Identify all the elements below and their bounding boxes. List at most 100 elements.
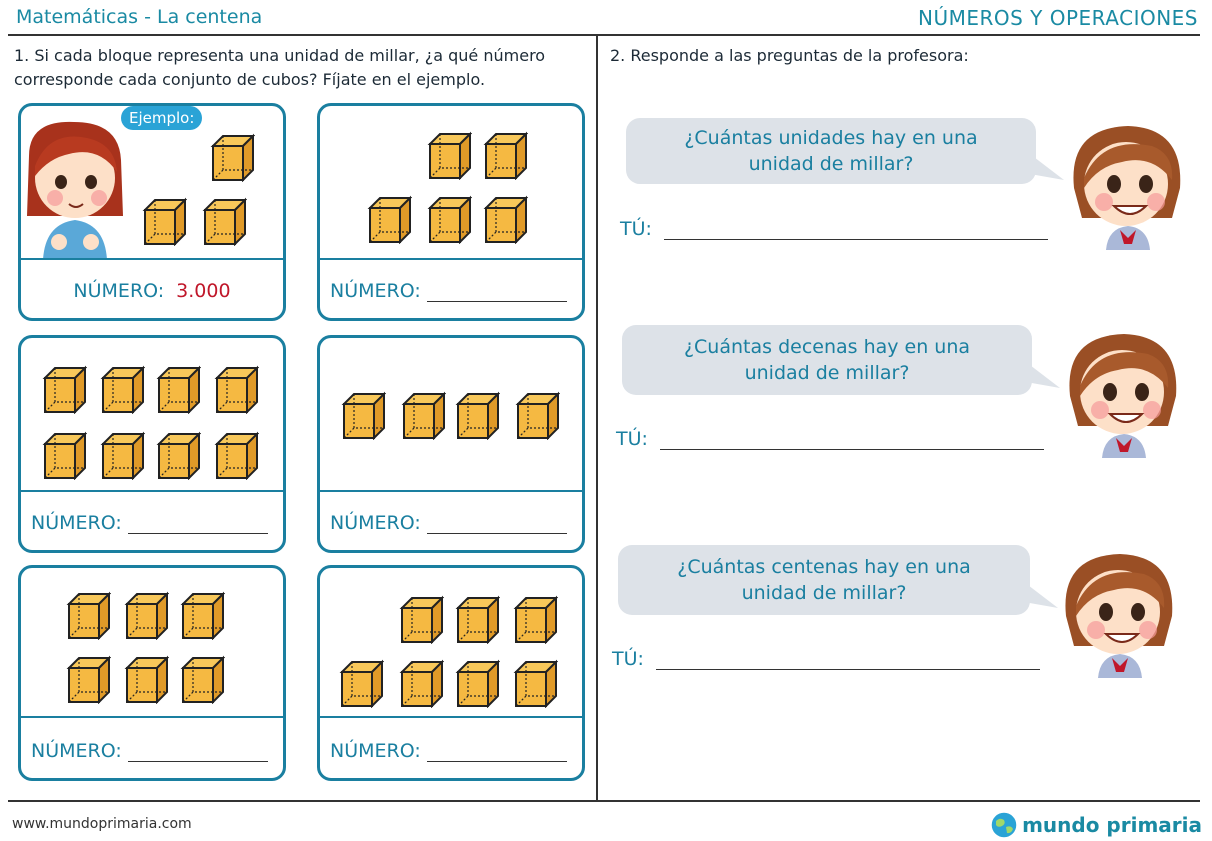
cube-icon	[369, 197, 411, 243]
cube-icon	[216, 433, 258, 479]
example-art: Ejemplo:	[21, 106, 283, 260]
exercise1-instruction: 1. Si cada bloque representa una unidad …	[14, 44, 594, 92]
cube-icon	[182, 657, 224, 703]
cube-icon	[341, 661, 383, 707]
number-answer-blank[interactable]	[127, 516, 268, 534]
cube-icon	[515, 597, 557, 643]
number-line: NÚMERO:	[330, 512, 567, 534]
bubble-tail-icon	[1024, 582, 1058, 608]
column-divider	[596, 34, 598, 800]
cube-icon	[457, 661, 499, 707]
cube-art	[21, 338, 283, 492]
cube-icon	[44, 367, 86, 413]
cube-icon	[457, 597, 499, 643]
cube-icon	[68, 657, 110, 703]
number-answer-blank[interactable]	[426, 284, 567, 302]
answer-line-2: TÚ:	[616, 428, 1044, 450]
bubble-tail-icon	[1030, 154, 1064, 180]
cube-art	[21, 568, 283, 720]
worksheet-topic: NÚMEROS Y OPERACIONES	[917, 6, 1198, 30]
number-answer-blank[interactable]	[426, 516, 567, 534]
cube-icon	[212, 135, 254, 181]
cube-card-c: NÚMERO:	[18, 335, 286, 553]
cube-art	[320, 568, 582, 720]
footer-divider	[8, 800, 1200, 802]
answer-blank-2[interactable]	[659, 432, 1044, 450]
number-line: NÚMERO:	[31, 512, 268, 534]
number-answer-blank[interactable]	[426, 744, 567, 762]
cube-icon	[401, 597, 443, 643]
question-3-line1: ¿Cuántas centenas hay en una	[677, 556, 971, 578]
card-footer: NÚMERO:	[320, 490, 582, 550]
cube-art	[320, 106, 582, 260]
cube-icon	[403, 393, 445, 439]
cube-icon	[343, 393, 385, 439]
question-3-line2: unidad de millar?	[741, 582, 907, 604]
cube-icon	[182, 593, 224, 639]
number-line: NÚMERO:	[330, 280, 567, 302]
cube-icon	[126, 657, 168, 703]
cube-icon	[429, 197, 471, 243]
card-footer: NÚMERO:	[320, 258, 582, 318]
cube-icon	[515, 661, 557, 707]
cube-card-d: NÚMERO:	[317, 335, 585, 553]
cube-icon	[216, 367, 258, 413]
cube-icon	[401, 661, 443, 707]
header-divider	[8, 34, 1200, 36]
example-answer: 3.000	[176, 280, 231, 302]
cube-icon	[144, 199, 186, 245]
question-bubble-3: ¿Cuántas centenas hay en una unidad de m…	[618, 545, 1030, 615]
number-label: NÚMERO:	[31, 512, 122, 534]
example-card: Ejemplo: NÚMERO: 3.000	[18, 103, 286, 321]
answer-label: TÚ:	[616, 428, 648, 450]
answer-blank-1[interactable]	[663, 222, 1048, 240]
card-footer: NÚMERO:	[21, 716, 283, 778]
question-1-line2: unidad de millar?	[748, 153, 914, 175]
question-1-line1: ¿Cuántas unidades hay en una	[684, 127, 978, 149]
number-line: NÚMERO:	[31, 740, 268, 762]
cube-art	[320, 338, 582, 492]
number-label: NÚMERO:	[330, 512, 421, 534]
exercise2-instruction: 2. Responde a las preguntas de la profes…	[610, 46, 969, 65]
example-number-line: NÚMERO: 3.000	[21, 280, 283, 302]
question-bubble-1: ¿Cuántas unidades hay en una unidad de m…	[626, 118, 1036, 184]
cube-card-b: NÚMERO:	[317, 103, 585, 321]
exercise1-instruction-line2: corresponde cada conjunto de cubos? Fíja…	[14, 70, 486, 89]
cube-icon	[44, 433, 86, 479]
answer-label: TÚ:	[620, 218, 652, 240]
number-label: NÚMERO:	[31, 740, 122, 762]
teacher-icon	[1065, 554, 1173, 678]
answer-label: TÚ:	[612, 648, 644, 670]
answer-blank-3[interactable]	[655, 652, 1040, 670]
exercise1-instruction-line1: 1. Si cada bloque representa una unidad …	[14, 46, 546, 65]
cube-icon	[485, 133, 527, 179]
cube-icon	[102, 367, 144, 413]
number-label: NÚMERO:	[330, 740, 421, 762]
cube-icon	[68, 593, 110, 639]
cube-icon	[429, 133, 471, 179]
cube-icon	[126, 593, 168, 639]
card-footer: NÚMERO:	[320, 716, 582, 778]
number-answer-blank[interactable]	[127, 744, 268, 762]
girl-icon	[27, 121, 123, 260]
cube-card-e: NÚMERO:	[18, 565, 286, 781]
cube-icon	[204, 199, 246, 245]
cube-icon	[457, 393, 499, 439]
question-2-line1: ¿Cuántas decenas hay en una	[683, 336, 971, 358]
answer-line-1: TÚ:	[620, 218, 1048, 240]
example-footer: NÚMERO: 3.000	[21, 258, 283, 318]
teacher-icon	[1073, 126, 1181, 250]
globe-icon	[990, 811, 1018, 839]
logo-text: mundo primaria	[1022, 813, 1202, 837]
cube-icon	[158, 367, 200, 413]
number-label: NÚMERO:	[73, 280, 165, 302]
number-label: NÚMERO:	[330, 280, 421, 302]
answer-line-3: TÚ:	[612, 648, 1040, 670]
number-line: NÚMERO:	[330, 740, 567, 762]
card-footer: NÚMERO:	[21, 490, 283, 550]
cube-icon	[485, 197, 527, 243]
bubble-tail-icon	[1026, 362, 1060, 388]
cube-icon	[102, 433, 144, 479]
cube-icon	[517, 393, 559, 439]
footer-url[interactable]: www.mundoprimaria.com	[12, 816, 192, 832]
